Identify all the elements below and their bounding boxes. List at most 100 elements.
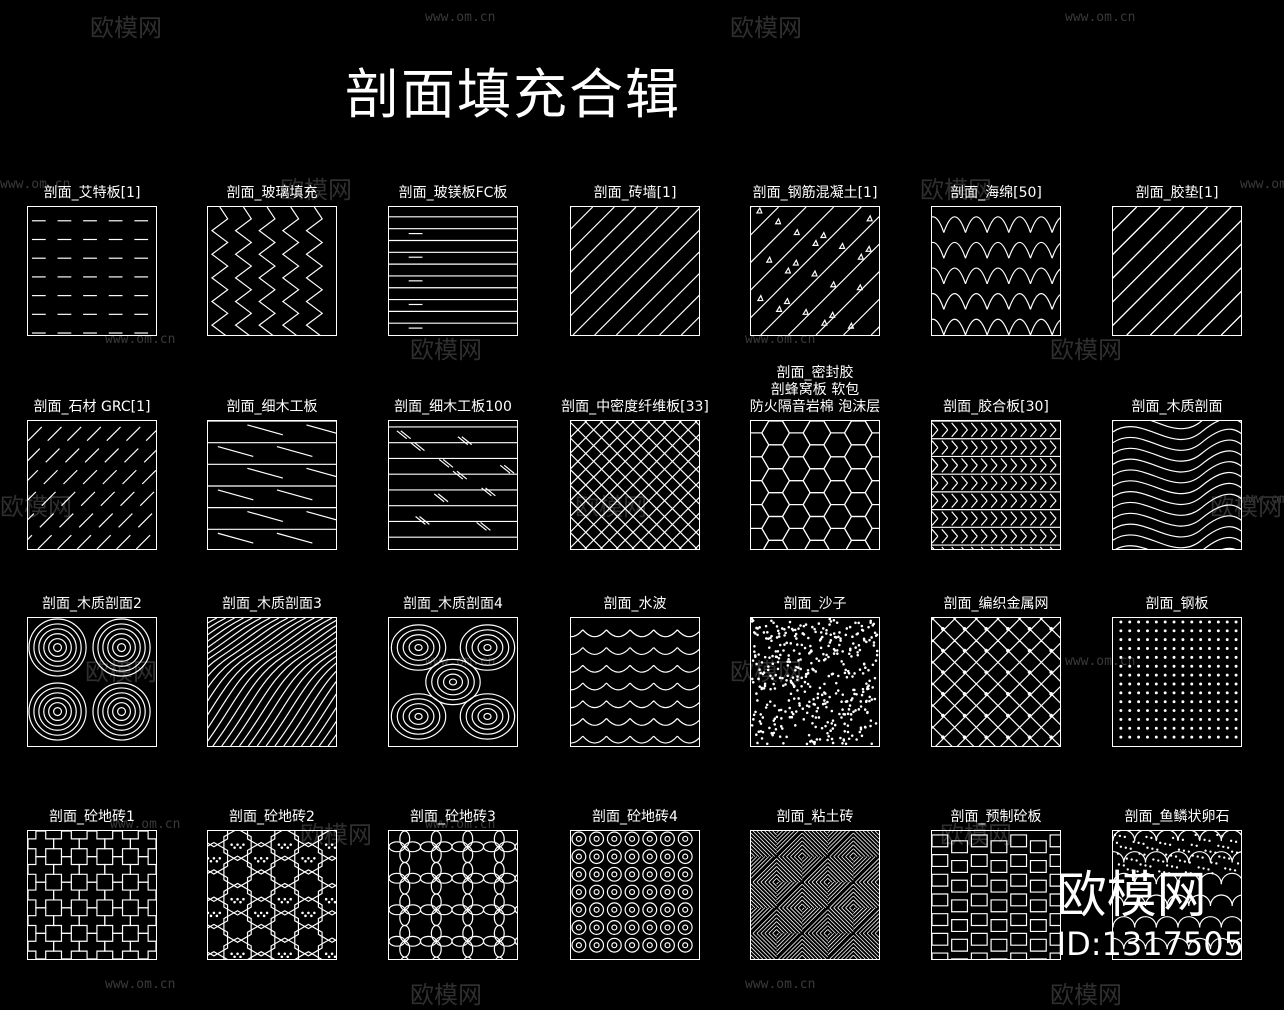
watermark-url: www.om.cn bbox=[105, 977, 176, 992]
pattern-label: 剖面_木质剖面3 bbox=[222, 596, 322, 612]
pattern-label: 剖面_艾特板[1] bbox=[43, 185, 141, 201]
pattern-cell: 剖面_沙子 bbox=[715, 0, 915, 747]
pattern-cell: 剖面_木质剖面4 bbox=[353, 0, 553, 747]
brand-stamp: 欧模网 ID:1317505 bbox=[1057, 866, 1244, 964]
pattern-cell: 剖面_玻镁板FC板 bbox=[353, 0, 553, 336]
pattern-cell: 剖面_砼地砖2 bbox=[172, 0, 372, 960]
pattern-label: 剖面_砼地砖2 bbox=[229, 809, 315, 825]
tile-flower-icon bbox=[388, 830, 518, 960]
pattern-label: 剖面_砼地砖4 bbox=[592, 809, 678, 825]
brand-name: 欧模网 bbox=[1056, 866, 1207, 924]
horizontal-lines-icon bbox=[388, 206, 518, 336]
dashed-diagonal-icon bbox=[27, 420, 157, 550]
tile-cross-icon bbox=[27, 830, 157, 960]
hexagon-grid-icon bbox=[750, 420, 880, 550]
concrete-hatch-icon bbox=[750, 206, 880, 336]
watermark-logo: 欧模网 bbox=[1050, 336, 1122, 364]
pattern-label: 剖面_钢筋混凝土[1] bbox=[752, 185, 878, 201]
watermark-logo: 欧模网 bbox=[410, 981, 482, 1009]
pattern-cell: 剖面_鱼鳞状卵石 bbox=[1077, 0, 1277, 960]
sponge-arches-icon bbox=[931, 206, 1061, 336]
pattern-cell: 剖面_钢板 bbox=[1077, 0, 1277, 747]
pattern-cell: 剖面_中密度纤维板[33] bbox=[535, 0, 735, 550]
pattern-cell: 剖面_细木工板 bbox=[172, 0, 372, 550]
watermark-logo: 欧模网 bbox=[730, 14, 802, 42]
pattern-label: 剖面_胶垫[1] bbox=[1135, 185, 1219, 201]
watermark-url: www.om.cn bbox=[745, 977, 816, 992]
pattern-cell: 剖面_细木工板100 bbox=[353, 0, 553, 550]
watermark-url: www.om.cn bbox=[425, 10, 496, 25]
fish-scale-icon bbox=[1112, 830, 1242, 960]
wood-rings-icon bbox=[27, 617, 157, 747]
pattern-cell: 剖面_砼地砖4 bbox=[535, 0, 735, 960]
pattern-cell: 剖面_粘土砖 bbox=[715, 0, 915, 960]
watermark-url: www.om.cn bbox=[0, 177, 71, 192]
pattern-cell: 剖面_玻璃填充 bbox=[172, 0, 372, 336]
watermark-logo: 欧模网 bbox=[410, 336, 482, 364]
brand-id: ID:1317505 bbox=[1056, 925, 1244, 963]
dashed-rows-icon bbox=[27, 206, 157, 336]
pattern-cell: 剖面_艾特板[1] bbox=[0, 0, 192, 336]
pattern-cell: 剖面_石材 GRC[1] bbox=[0, 0, 192, 550]
pattern-label: 剖面_中密度纤维板[33] bbox=[561, 399, 709, 415]
herringbone-rows-icon bbox=[931, 420, 1061, 550]
precast-zigzag-icon bbox=[931, 830, 1061, 960]
watermark-logo: 欧模网 bbox=[0, 493, 72, 521]
pattern-cell: 剖面_砖墙[1] bbox=[535, 0, 735, 336]
watermark-logo: 欧模网 bbox=[1210, 493, 1282, 521]
pattern-label: 剖面_粘土砖 bbox=[776, 809, 854, 825]
pattern-label: 剖面_砼地砖1 bbox=[49, 809, 135, 825]
diagonal-lines-icon bbox=[570, 206, 700, 336]
pattern-label: 剖面_密封胶 剖蜂窝板 软包 防火隔音岩棉 泡沫层 bbox=[749, 365, 881, 415]
pattern-cell: 剖面_胶合板[30] bbox=[896, 0, 1096, 550]
pattern-cell: 剖面_钢筋混凝土[1] bbox=[715, 0, 915, 336]
pattern-cell: 剖面_水波 bbox=[535, 0, 735, 747]
pattern-label: 剖面_胶合板[30] bbox=[943, 399, 1049, 415]
pattern-label: 剖面_木质剖面 bbox=[1131, 399, 1223, 415]
wood-grain-icon bbox=[207, 617, 337, 747]
pattern-label: 剖面_玻璃填充 bbox=[226, 185, 318, 201]
watermark-url: www.om.cn bbox=[110, 817, 181, 832]
sand-dots-icon bbox=[750, 617, 880, 747]
stepped-diagonal-icon bbox=[1112, 206, 1242, 336]
pattern-label: 剖面_木质剖面2 bbox=[42, 596, 142, 612]
pattern-label: 剖面_玻镁板FC板 bbox=[398, 185, 508, 201]
pattern-label: 剖面_细木工板100 bbox=[394, 399, 512, 415]
watermark-url: www.om.cn bbox=[1240, 492, 1284, 507]
dot-grid-icon bbox=[1112, 617, 1242, 747]
pattern-cell: 剖面_胶垫[1] bbox=[1077, 0, 1277, 336]
pattern-cell: 剖面_木质剖面2 bbox=[0, 0, 192, 747]
pattern-cell: 剖面_砼地砖3 bbox=[353, 0, 553, 960]
cross-hatch-icon bbox=[570, 420, 700, 550]
pattern-label: 剖面_钢板 bbox=[1145, 596, 1209, 612]
pattern-cell: 剖面_海绵[50] bbox=[896, 0, 1096, 336]
wood-knots-icon bbox=[388, 617, 518, 747]
tile-circles-icon bbox=[570, 830, 700, 960]
watermark-logo: 欧模网 bbox=[1050, 981, 1122, 1009]
pattern-label: 剖面_鱼鳞状卵石 bbox=[1124, 809, 1230, 825]
watermark-logo: 欧模网 bbox=[280, 176, 352, 204]
tile-hex-icon bbox=[207, 830, 337, 960]
pattern-label: 剖面_预制砼板 bbox=[950, 809, 1042, 825]
chain-link-icon bbox=[931, 617, 1061, 747]
pattern-label: 剖面_沙子 bbox=[783, 596, 847, 612]
pattern-cell: 剖面_密封胶 剖蜂窝板 软包 防火隔音岩棉 泡沫层 bbox=[715, 0, 915, 550]
pattern-label: 剖面_木质剖面4 bbox=[403, 596, 503, 612]
watermark-url: www.om.cn bbox=[1065, 10, 1136, 25]
pattern-label: 剖面_石材 GRC[1] bbox=[33, 399, 151, 415]
board-lines-icon bbox=[388, 420, 518, 550]
clay-weave-icon bbox=[750, 830, 880, 960]
water-scallops-icon bbox=[570, 617, 700, 747]
pattern-label: 剖面_细木工板 bbox=[226, 399, 318, 415]
watermark-url: www.om.cn bbox=[1065, 654, 1136, 669]
page-title: 剖面填充合辑 bbox=[345, 63, 681, 126]
pattern-cell: 剖面_预制砼板 bbox=[896, 0, 1096, 960]
pattern-label: 剖面_海绵[50] bbox=[950, 185, 1042, 201]
pattern-label: 剖面_编织金属网 bbox=[943, 596, 1049, 612]
pattern-cell: 剖面_木质剖面3 bbox=[172, 0, 372, 747]
pattern-cell: 剖面_编织金属网 bbox=[896, 0, 1096, 747]
watermark-url: www.om.cn bbox=[425, 817, 496, 832]
pattern-cell: 剖面_砼地砖1 bbox=[0, 0, 192, 960]
pattern-label: 剖面_砼地砖3 bbox=[410, 809, 496, 825]
watermark-url: www.om.cn bbox=[1240, 177, 1284, 192]
